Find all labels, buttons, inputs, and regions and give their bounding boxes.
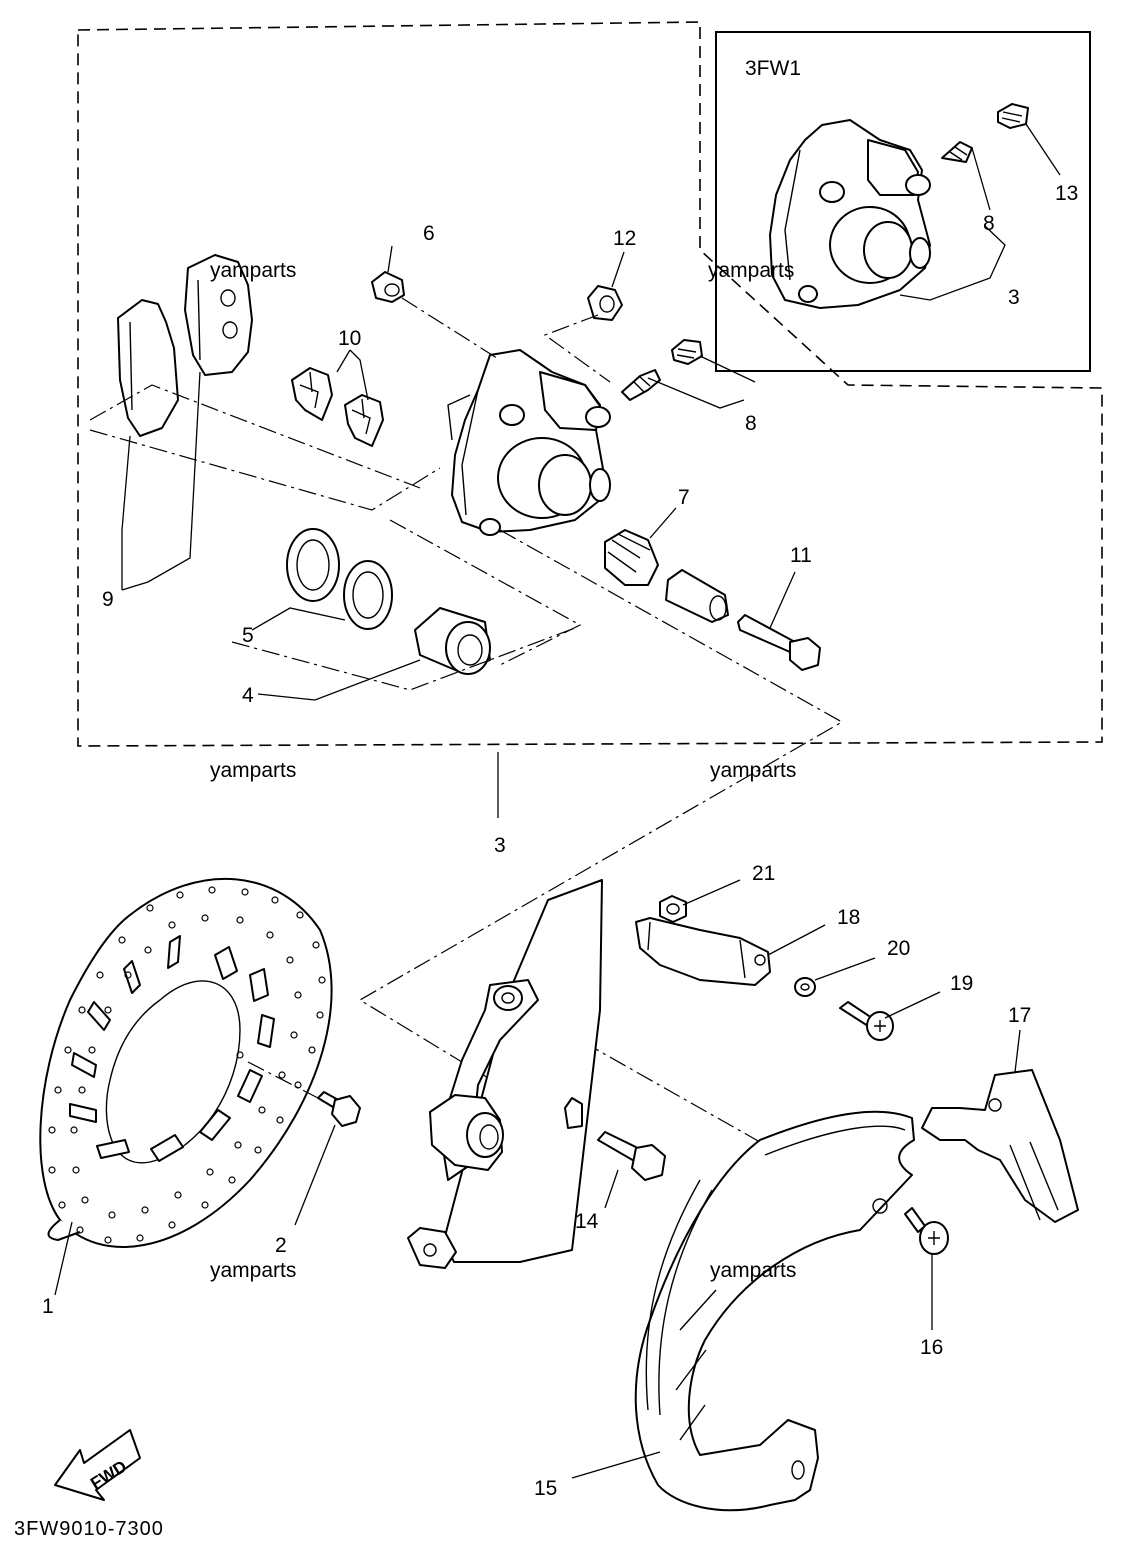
- part-8-bleeder: [621, 339, 703, 401]
- inset-box-3fw1: [715, 31, 1091, 372]
- callout-21: 21: [752, 862, 775, 885]
- callout-4: 4: [242, 684, 254, 707]
- part-11-bolt: [737, 614, 821, 671]
- callout-3-main: 3: [494, 834, 506, 857]
- part-2-bolt: [317, 1091, 361, 1127]
- callout-15: 15: [534, 1477, 557, 1500]
- callout-13: 13: [1055, 182, 1078, 205]
- inset-label: 3FW1: [745, 57, 801, 80]
- part-14-bolt: [597, 1131, 666, 1181]
- callout-7: 7: [678, 486, 690, 509]
- callout-9: 9: [102, 588, 114, 611]
- part-16-screw: [904, 1207, 949, 1255]
- caliper-body-drawing: [447, 349, 611, 536]
- inset-caliper-drawing: [769, 103, 1029, 309]
- callout-10: 10: [338, 327, 361, 350]
- callout-8-main: 8: [745, 412, 757, 435]
- part-17-bracket: [921, 1069, 1079, 1223]
- inset-leaders: [899, 123, 1061, 301]
- part-9-brake-pads: [117, 254, 253, 437]
- watermark-2: yamparts: [708, 259, 794, 282]
- part-7-boot: [604, 529, 659, 586]
- caliper-assembly-group-outline: [77, 21, 1103, 747]
- front-fork-drawing: [407, 879, 603, 1269]
- callout-8-inset: 8: [983, 212, 995, 235]
- callout-19: 19: [950, 972, 973, 995]
- callout-14: 14: [575, 1210, 599, 1233]
- callout-6: 6: [423, 222, 435, 245]
- part-10-pad-clips: [291, 367, 384, 447]
- part-20-washer: [794, 977, 816, 997]
- callout-2: 2: [275, 1234, 287, 1257]
- main-leader-lines: [121, 245, 796, 818]
- lower-leader-lines: [54, 879, 1021, 1479]
- part-18-clamp: [635, 917, 771, 986]
- part-6-boot: [371, 271, 405, 303]
- watermark-5: yamparts: [210, 1259, 296, 1282]
- callout-16: 16: [920, 1336, 943, 1359]
- chain-reference-lines: [89, 297, 844, 1143]
- callout-5: 5: [242, 624, 254, 647]
- diagram-code: 3FW9010-7300: [14, 1518, 164, 1540]
- part-21-nut: [659, 895, 687, 923]
- part-1-brake-disc: [39, 877, 333, 1248]
- watermark-1: yamparts: [210, 259, 296, 282]
- callout-20: 20: [887, 937, 910, 960]
- callout-3-inset: 3: [1008, 286, 1020, 309]
- part-12-boot: [587, 285, 623, 321]
- watermark-3: yamparts: [210, 759, 296, 782]
- callout-12: 12: [613, 227, 636, 250]
- watermark-4: yamparts: [710, 759, 796, 782]
- watermark-6: yamparts: [710, 1259, 796, 1282]
- callout-11: 11: [790, 544, 812, 567]
- part-5-seals: [286, 528, 393, 630]
- part-19-screw: [839, 1001, 894, 1041]
- part-15-disc-guard: [634, 1110, 915, 1512]
- part-4-piston: [414, 607, 491, 675]
- callout-1: 1: [42, 1295, 54, 1318]
- callout-17: 17: [1008, 1004, 1031, 1027]
- callout-18: 18: [837, 906, 860, 929]
- part-sleeve-pin: [665, 569, 729, 623]
- fwd-arrow-icon: FWD: [54, 1429, 141, 1501]
